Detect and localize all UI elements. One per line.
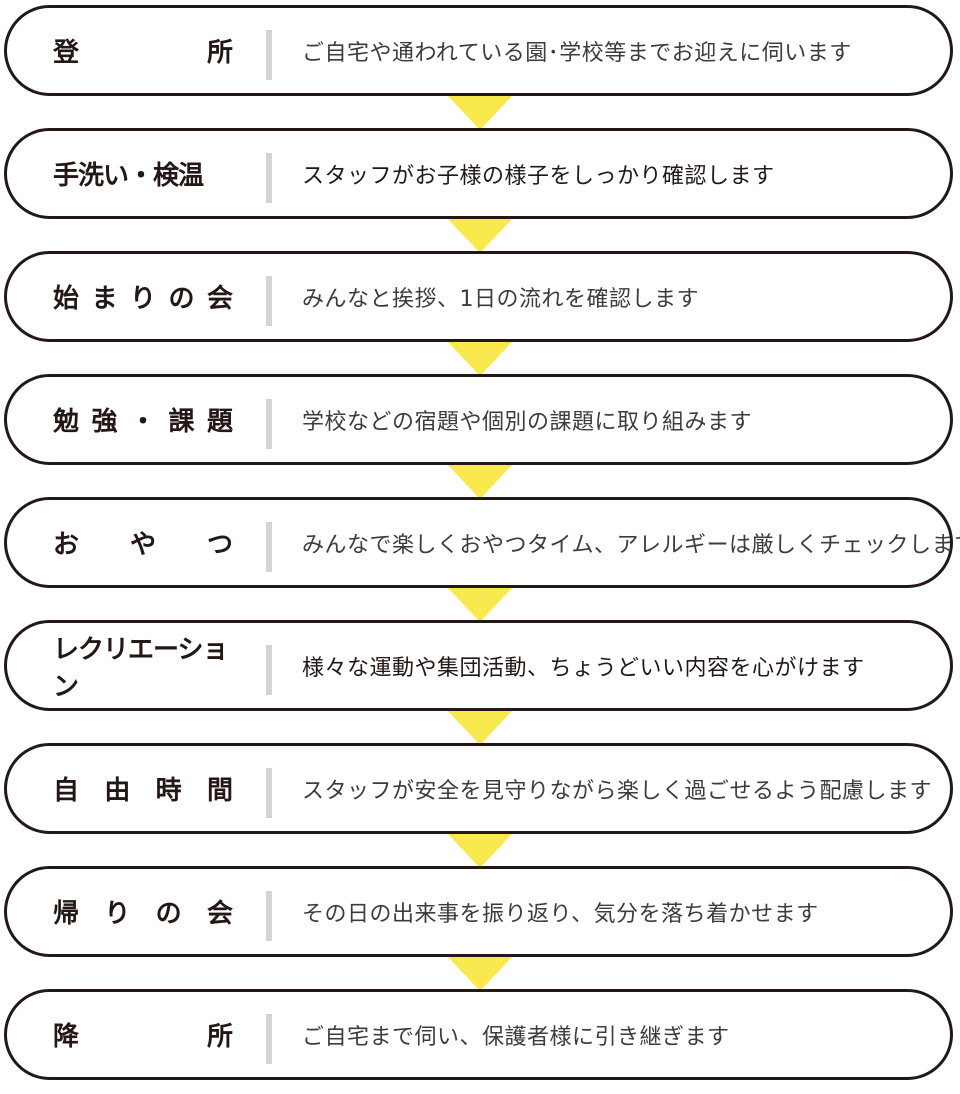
step-title-char: 題 — [206, 407, 233, 437]
step-divider — [266, 768, 272, 818]
step-title-char: つ — [206, 530, 233, 560]
step-box: 手洗い・検温 スタッフがお子様の様子をしっかり確認します — [4, 128, 953, 219]
step-title-char: の — [168, 284, 195, 314]
step-description: ご自宅や通われている園･学校等までお迎えに伺います — [302, 40, 852, 66]
step-title: 手洗い・検温 — [53, 131, 233, 216]
step-title-char: 勉 — [53, 407, 80, 437]
step-title-char: の — [155, 899, 182, 929]
step-title-char: 帰 — [53, 899, 80, 929]
step-description: ご自宅まで伺い、保護者様に引き継ぎます — [302, 1024, 730, 1050]
step-title-char: 始 — [53, 284, 80, 314]
step-title-char: 間 — [206, 776, 233, 806]
step-box: 降所ご自宅まで伺い、保護者様に引き継ぎます — [4, 989, 953, 1080]
step-title-char: お — [53, 530, 80, 560]
step-description: 学校などの宿題や個別の課題に取り組みます — [302, 409, 753, 435]
step-title: 降所 — [53, 992, 233, 1077]
step-description: みんなと挨拶、1日の流れを確認します — [302, 286, 699, 312]
down-arrow-icon — [446, 340, 514, 376]
step-divider — [266, 1014, 272, 1064]
step-divider — [266, 522, 272, 572]
down-arrow-icon — [446, 463, 514, 499]
step-title: 自由時間 — [53, 746, 233, 831]
step-title-char: 課 — [168, 407, 195, 437]
step-box: 始まりの会 みんなと挨拶、1日の流れを確認します — [4, 251, 953, 342]
step-title-char: ・ — [129, 407, 156, 437]
step-title-char: 由 — [104, 776, 131, 806]
step-title-char: 自 — [53, 776, 80, 806]
step-title: 始まりの会 — [53, 254, 233, 339]
step-title-char: 会 — [206, 284, 233, 314]
down-arrow-icon — [446, 94, 514, 130]
down-arrow-icon — [446, 709, 514, 745]
down-arrow-icon — [446, 217, 514, 253]
step-title-char: や — [129, 530, 156, 560]
step-description: スタッフがお子様の様子をしっかり確認します — [302, 163, 775, 189]
step-description: スタッフが安全を見守りながら楽しく過ごせるよう配慮します — [302, 778, 933, 804]
step-title-char: 会 — [206, 899, 233, 929]
down-arrow-icon — [446, 832, 514, 868]
step-divider — [266, 891, 272, 941]
step-divider — [266, 399, 272, 449]
step-title-char: り — [104, 899, 131, 929]
step-title-char: 降 — [53, 1022, 80, 1052]
step-description: その日の出来事を振り返り、気分を落ち着かせます — [302, 901, 819, 927]
step-box: レクリエーション 様々な運動や集団活動、ちょうどいい内容を心がけます — [4, 620, 953, 711]
step-description: 様々な運動や集団活動、ちょうどいい内容を心がけます — [302, 655, 865, 681]
step-box: 登所ご自宅や通われている園･学校等までお迎えに伺います — [4, 5, 953, 96]
step-box: 自由時間 スタッフが安全を見守りながら楽しく過ごせるよう配慮します — [4, 743, 953, 834]
step-title-char: 登 — [53, 38, 80, 68]
step-box: お や つ みんなで楽しくおやつタイム、アレルギーは厳しくチェックします — [4, 497, 960, 588]
step-title: レクリエーション — [53, 623, 233, 708]
step-title-char: ま — [91, 284, 118, 314]
step-title-char: 手洗い・検温 — [53, 161, 204, 191]
step-divider — [266, 645, 272, 695]
step-box: 帰りの会 その日の出来事を振り返り、気分を落ち着かせます — [4, 866, 953, 957]
step-title: 帰りの会 — [53, 869, 233, 954]
step-title-char: 所 — [206, 1022, 233, 1052]
step-title: 勉強・課題 — [53, 377, 233, 462]
step-title-char: 強 — [91, 407, 118, 437]
step-title-char: レクリエーション — [53, 634, 228, 702]
step-divider — [266, 30, 272, 80]
step-title-char: り — [129, 284, 156, 314]
down-arrow-icon — [446, 586, 514, 622]
step-box: 勉強・課題 学校などの宿題や個別の課題に取り組みます — [4, 374, 953, 465]
step-title-char: 時 — [155, 776, 182, 806]
step-divider — [266, 276, 272, 326]
step-title-char: 所 — [206, 38, 233, 68]
step-title: おやつ — [53, 500, 233, 585]
step-title: 登所 — [53, 8, 233, 93]
step-description: みんなで楽しくおやつタイム、アレルギーは厳しくチェックします — [302, 532, 960, 558]
down-arrow-icon — [446, 955, 514, 991]
step-divider — [266, 153, 272, 203]
